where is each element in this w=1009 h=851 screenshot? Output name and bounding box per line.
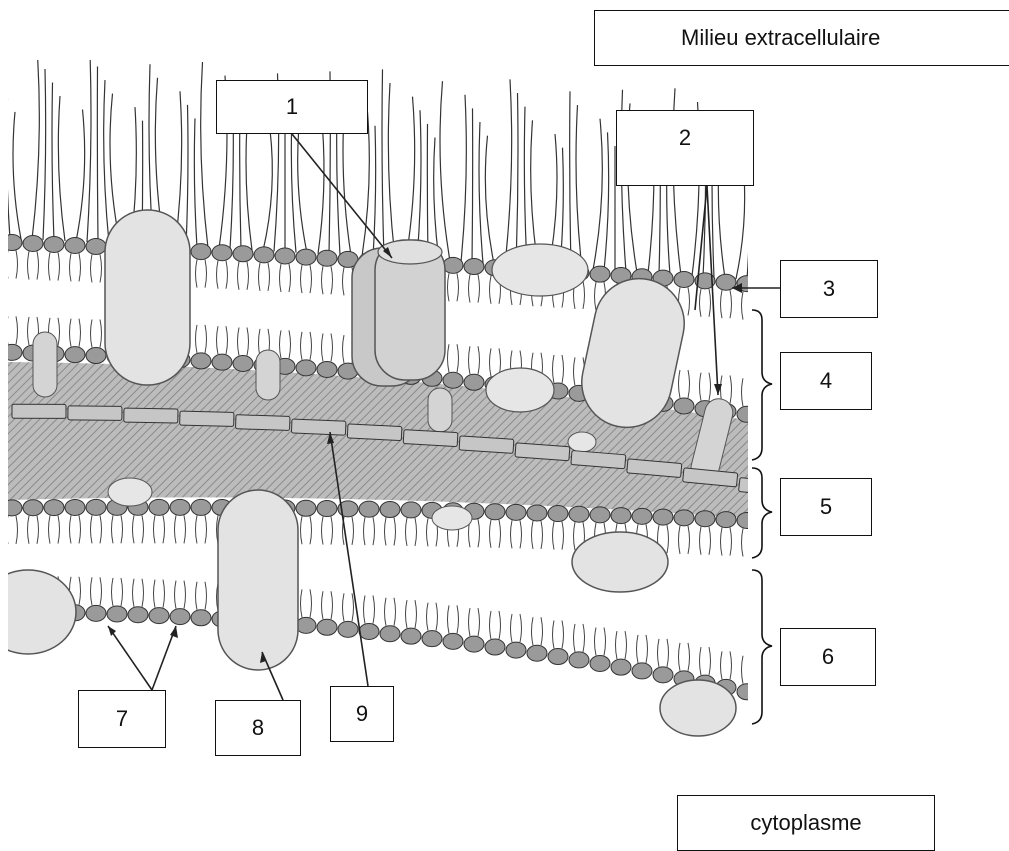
label-7: 7 [78,690,166,748]
label-8: 8 [215,700,301,756]
label-4: 4 [780,352,872,410]
surface-protein [492,244,588,296]
label-3: 3 [780,260,878,318]
peripheral-protein-bottom [660,680,736,736]
transmembrane-protein [105,210,190,385]
peripheral-protein-left [0,570,76,654]
label-6: 6 [780,628,876,686]
label-1: 1 [216,80,368,134]
extracellular-label: Milieu extracellulaire [594,10,1009,66]
channel-protein [352,240,445,386]
label-5: 5 [780,478,872,536]
label-9: 9 [330,686,394,742]
peripheral-protein [572,532,668,592]
cytoplasm-label: cytoplasme [677,795,935,851]
surface-protein-2 [486,368,554,412]
transmembrane-protein-lower [218,490,298,670]
label-2: 2 [616,110,754,186]
braces [752,310,772,724]
